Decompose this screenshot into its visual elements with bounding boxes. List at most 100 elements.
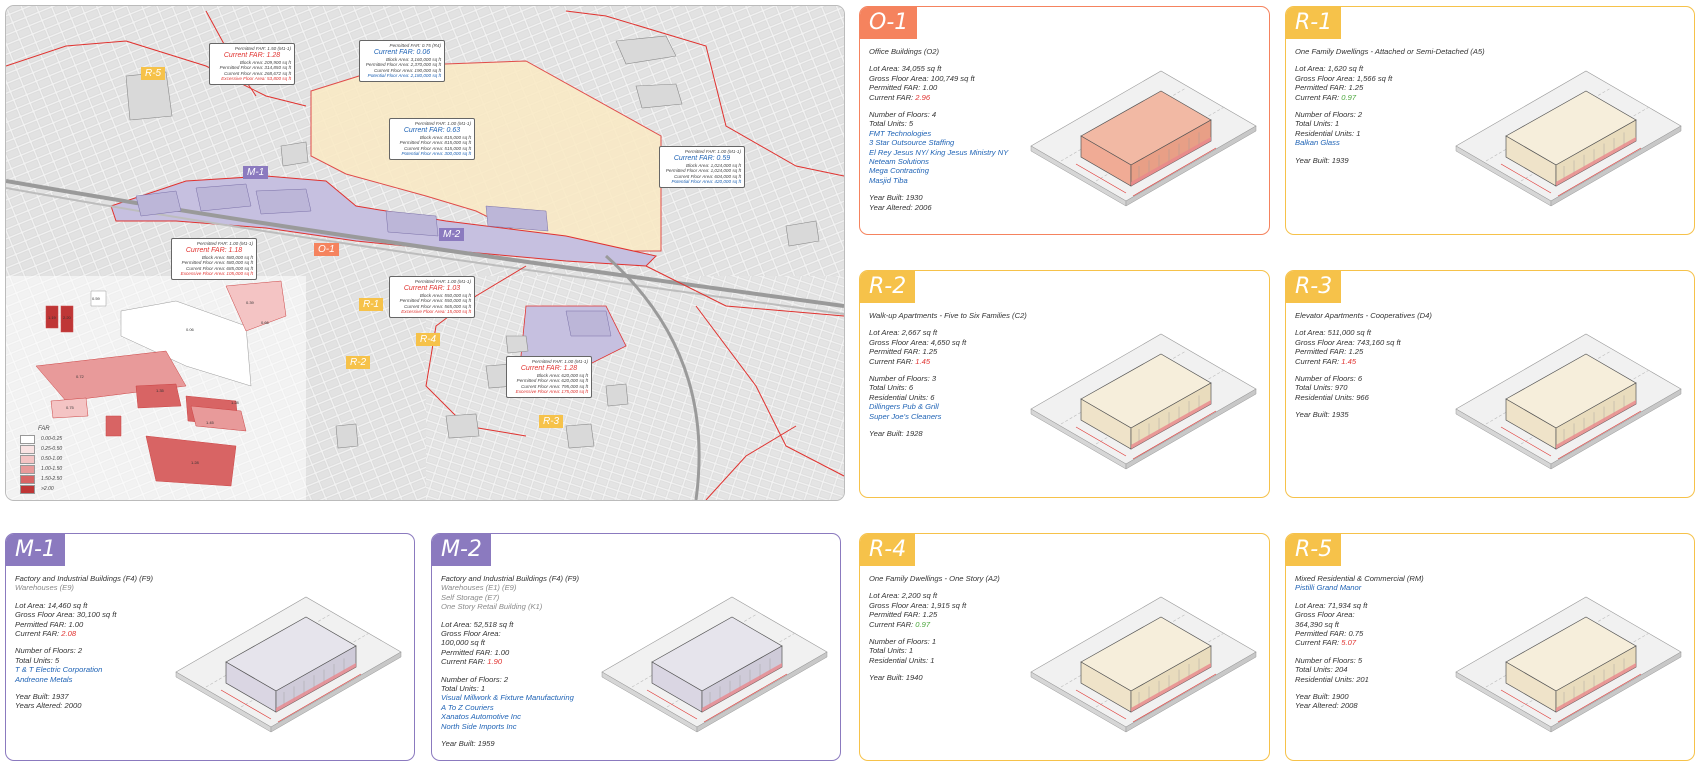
property-info: Walk-up Apartments - Five to Six Familie… xyxy=(869,311,1027,439)
inset-value: 1.45 xyxy=(206,420,215,425)
panel-id-tab: R-5 xyxy=(1286,534,1342,566)
info-line: Permitted FAR: 1.25 xyxy=(1295,83,1364,93)
info-line: Balkan Glass xyxy=(1295,138,1340,148)
info-line: Gross Floor Area: 30,100 sq ft xyxy=(15,610,117,620)
property-info: Office Buildings (O2)Lot Area: 34,055 sq… xyxy=(869,47,1019,212)
info-line: Elevator Apartments - Cooperatives (D4) xyxy=(1295,311,1432,320)
info-line: Gross Floor Area: 1,915 sq ft xyxy=(869,600,967,610)
legend-label: 0.50-1.00 xyxy=(41,456,63,462)
info-line: Current FAR: 2.08 xyxy=(15,629,77,639)
panel-id-tab: M-1 xyxy=(6,534,65,566)
info-line: Year Built: 1939 xyxy=(1295,155,1349,165)
legend-label: >2.00 xyxy=(41,486,54,492)
info-line: Year Altered: 2006 xyxy=(869,202,932,212)
info-line: El Rey Jesus NY/ King Jesus Ministry NY xyxy=(869,147,1009,157)
info-line: Total Units: 204 xyxy=(1295,665,1348,675)
panel-id-tab: M-2 xyxy=(432,534,491,566)
legend-swatch xyxy=(20,464,35,474)
info-line: Gross Floor Area: 1,566 sq ft xyxy=(1295,73,1393,83)
property-info: One Family Dwellings - Attached or Semi-… xyxy=(1295,47,1485,165)
info-line: Year Built: 1928 xyxy=(869,429,923,439)
legend-item: 1.50-2.50 xyxy=(20,474,62,484)
info-line: Visual Millwork & Fixture Manufacturing xyxy=(441,693,574,703)
info-line: North Side Imports Inc xyxy=(441,721,517,731)
inset-value: 0.59 xyxy=(92,296,101,301)
map-label-r2: R-2 xyxy=(346,356,371,369)
info-line: Current FAR: 0.97 xyxy=(1295,92,1357,102)
info-line: Dillingers Pub & Grill xyxy=(869,402,939,412)
info-line: FMT Technologies xyxy=(869,128,932,138)
site-map: 0.59 1.19 2.20 0.39 0.06 0.66 0.72 1.28 … xyxy=(5,5,845,501)
info-line: Permitted FAR: 1.25 xyxy=(869,610,938,620)
inset-value: 0.66 xyxy=(261,320,270,325)
info-line: Years Altered: 2000 xyxy=(15,701,82,711)
info-line: A To Z Couriers xyxy=(441,702,494,712)
info-line: Current FAR: 0.97 xyxy=(869,619,931,629)
info-line: Total Units: 970 xyxy=(1295,383,1348,393)
info-line: Lot Area: 14,460 sq ft xyxy=(15,600,88,610)
info-line: Neteam Solutions xyxy=(869,157,929,167)
legend-swatch xyxy=(20,454,35,464)
far-callout: Permitted FAR: 1.00 (M1-1)Current FAR: 1… xyxy=(506,356,592,398)
property-info: Elevator Apartments - Cooperatives (D4) L… xyxy=(1295,311,1445,420)
map-label-r4: R-4 xyxy=(416,333,441,346)
inset-value: 0.72 xyxy=(76,374,85,379)
info-line: Gross Floor Area: 100,749 sq ft xyxy=(869,73,975,83)
property-info: One Family Dwellings - One Story (A2)Lot… xyxy=(869,574,1019,683)
info-line: Year Built: 1940 xyxy=(869,673,923,683)
inset-value: 1.28 xyxy=(231,400,240,405)
far-callout: Permitted FAR: 1.00 (M1-1)Current FAR: 0… xyxy=(389,118,475,160)
panel-id-tab: O-1 xyxy=(860,7,918,39)
map-label-r3: R-3 xyxy=(539,415,564,428)
info-line: Permitted FAR: 1.25 xyxy=(869,347,938,357)
info-line: Walk-up Apartments - Five to Six Familie… xyxy=(869,311,1027,320)
info-line: T & T Electric Corporation xyxy=(15,665,103,675)
legend-item: 0.00-0.25 xyxy=(20,434,62,444)
info-line: Pistilli Grand Manor xyxy=(1295,583,1362,593)
info-line: Residential Units: 1 xyxy=(869,655,935,665)
info-line: Total Units: 5 xyxy=(15,655,60,665)
info-line: Number of Floors: 4 xyxy=(869,110,937,120)
building-illustration xyxy=(1021,562,1261,757)
legend-swatch xyxy=(20,444,35,454)
info-line: Permitted FAR: 1.00 xyxy=(869,83,938,93)
map-label-r5: R-5 xyxy=(141,67,166,80)
property-info: Factory and Industrial Buildings (F4) (F… xyxy=(15,574,165,711)
info-line: Year Built: 1935 xyxy=(1295,410,1349,420)
info-line: Xanatos Automotive Inc xyxy=(441,712,521,722)
far-callout: Permitted FAR: 0.75 (R4)Current FAR: 0.0… xyxy=(359,40,445,82)
map-label-m2: M-2 xyxy=(439,228,465,241)
legend-item: 1.00-1.50 xyxy=(20,464,62,474)
property-info: Factory and Industrial Buildings (F4) (F… xyxy=(441,574,591,749)
info-line: Residential Units: 6 xyxy=(869,392,935,402)
inset-value: 0.39 xyxy=(246,300,255,305)
info-line: 100,000 sq ft xyxy=(441,638,485,648)
info-line: Gross Floor Area: 743,160 sq ft xyxy=(1295,337,1401,347)
info-line: One Family Dwellings - One Story (A2) xyxy=(869,574,1000,583)
inset-value: 2.20 xyxy=(63,315,72,320)
info-line: Current FAR: 5.07 xyxy=(1295,638,1357,648)
info-line: Lot Area: 2,667 sq ft xyxy=(869,328,938,338)
panel-id-tab: R-3 xyxy=(1286,271,1342,303)
info-line: Lot Area: 511,000 sq ft xyxy=(1295,328,1371,338)
legend-item: 0.25-0.50 xyxy=(20,444,62,454)
info-line: Number of Floors: 6 xyxy=(1295,374,1363,384)
info-line: Year Built: 1930 xyxy=(869,193,923,203)
info-line: Number of Floors: 2 xyxy=(15,646,83,656)
building-illustration xyxy=(592,562,832,757)
info-line: Andreone Metals xyxy=(15,674,73,684)
info-line: Permitted FAR: 1.25 xyxy=(1295,347,1364,357)
info-line: Mega Contracting xyxy=(869,166,929,176)
map-label-o1: O-1 xyxy=(314,243,339,256)
info-line: Year Built: 1900 xyxy=(1295,692,1349,702)
info-line: Masjid Tiba xyxy=(869,175,908,185)
info-line: Lot Area: 71,934 sq ft xyxy=(1295,600,1368,610)
info-line: Gross Floor Area: xyxy=(1295,610,1355,620)
